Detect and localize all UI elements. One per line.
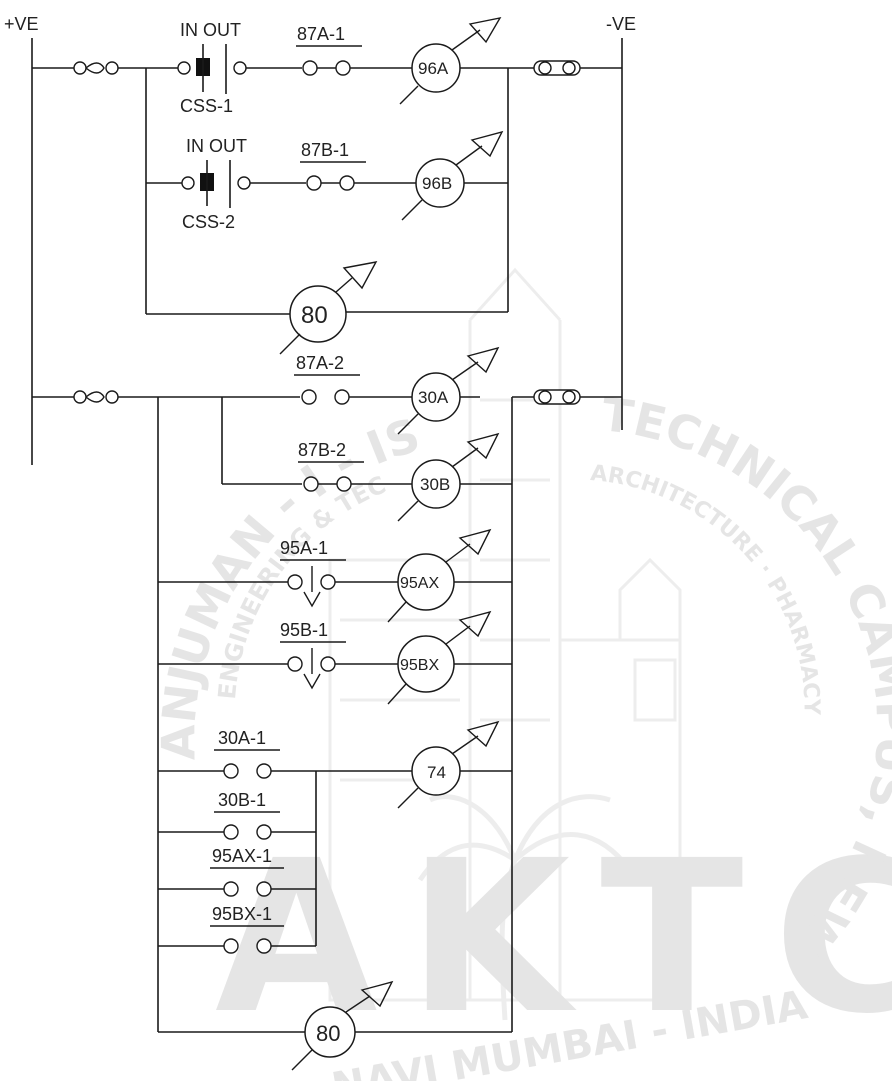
fuse-top-positive <box>32 61 178 75</box>
fuse-bottom-negative <box>533 389 622 405</box>
label-95ax-1: 95AX-1 <box>212 846 272 866</box>
relay-80-bottom <box>291 980 394 1071</box>
contact-87a-1 <box>296 45 412 76</box>
label-30b-1: 30B-1 <box>218 790 266 810</box>
relay-30a-label: 30A <box>418 388 449 407</box>
building-watermark-icon <box>328 267 682 1002</box>
css-1-state-label: IN OUT <box>180 20 241 40</box>
css-2-switch <box>181 160 306 208</box>
relay-30b <box>397 432 500 522</box>
fuse-bottom-positive <box>32 390 300 404</box>
label-95b-1: 95B-1 <box>280 620 328 640</box>
relay-80-top <box>279 261 378 355</box>
css-1-switch <box>177 44 302 94</box>
positive-rail-label: +VE <box>4 14 39 34</box>
contact-30a-1 <box>158 749 412 779</box>
label-87b-1: 87B-1 <box>301 140 349 160</box>
relay-80-bottom-label: 80 <box>316 1021 340 1046</box>
relay-95bx <box>387 610 492 705</box>
relay-95ax-label: 95AX <box>400 575 439 592</box>
contact-87a-2 <box>294 374 412 405</box>
relay-74-label: 74 <box>427 763 446 782</box>
relay-30a <box>397 346 500 435</box>
relay-95ax <box>387 528 492 623</box>
palm-tree-watermark-icon <box>417 794 632 1021</box>
contact-95b-1 <box>280 641 398 690</box>
contact-95bx-1 <box>158 925 316 954</box>
label-30a-1: 30A-1 <box>218 728 266 748</box>
contact-95ax-1 <box>158 867 316 897</box>
css-2-label: CSS-2 <box>182 212 235 232</box>
label-95a-1: 95A-1 <box>280 538 328 558</box>
relay-96a <box>399 17 502 105</box>
contact-95a-1 <box>280 559 398 608</box>
label-87a-2: 87A-2 <box>296 353 344 373</box>
relay-95bx-label: 95BX <box>400 657 439 674</box>
relay-96b <box>401 130 504 221</box>
relay-96b-label: 96B <box>422 174 452 193</box>
css-2-state-label: IN OUT <box>186 136 247 156</box>
label-87a-1: 87A-1 <box>297 24 345 44</box>
relay-80-top-label: 80 <box>301 302 328 329</box>
css-1-label: CSS-1 <box>180 96 233 116</box>
relay-30b-label: 30B <box>420 475 450 494</box>
contact-30b-1 <box>158 811 316 840</box>
label-87b-2: 87B-2 <box>298 440 346 460</box>
contact-87b-2 <box>298 461 412 492</box>
label-95bx-1: 95BX-1 <box>212 904 272 924</box>
fuse-top-negative <box>533 60 622 76</box>
relay-96a-label: 96A <box>418 59 449 78</box>
contact-87b-1 <box>300 161 416 191</box>
negative-rail-label: -VE <box>606 14 636 34</box>
